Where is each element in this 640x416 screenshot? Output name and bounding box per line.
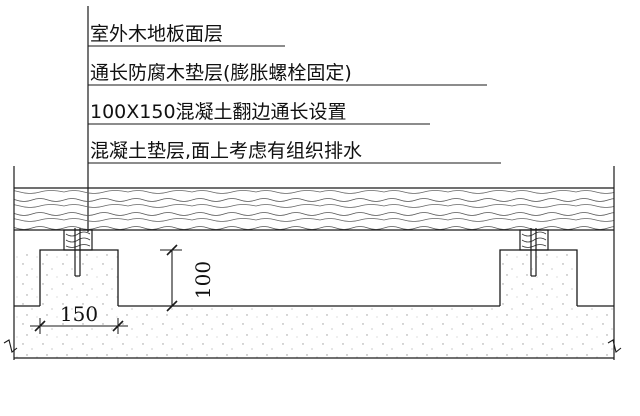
break-mark-left (3, 339, 18, 353)
timber-sleeper-right (519, 229, 549, 251)
wood-decking-layer (13, 166, 615, 360)
callout-label-deck-surface: 室外木地板面层 (90, 23, 223, 45)
callout-label-timber-sleeper: 通长防腐木垫层(膨胀螺栓固定) (90, 62, 352, 84)
dimension-width: 150 (30, 302, 128, 334)
callout-labels: 室外木地板面层 通长防腐木垫层(膨胀螺栓固定) 100X150混凝土翻边通长设置… (90, 23, 362, 162)
callout-label-concrete-upstand: 100X150混凝土翻边通长设置 (90, 101, 347, 123)
concrete-base-slab (14, 249, 614, 359)
callout-label-concrete-base: 混凝土垫层,面上考虑有组织排水 (90, 140, 362, 162)
break-mark-right (607, 339, 622, 353)
dimension-width-label: 150 (60, 302, 98, 326)
dimension-height-label: 100 (191, 261, 215, 299)
dimension-height: 100 (160, 244, 215, 312)
timber-sleeper-left (63, 229, 93, 251)
